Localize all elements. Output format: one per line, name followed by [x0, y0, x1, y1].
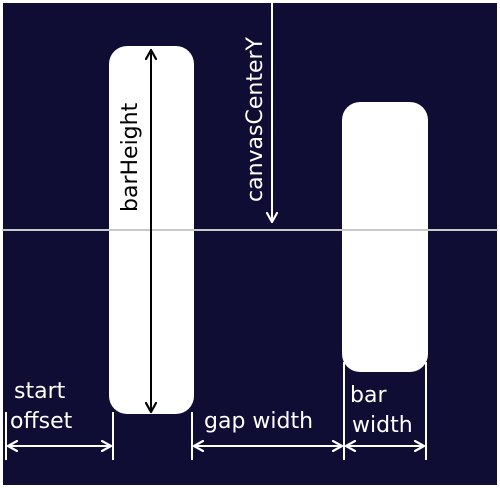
- bar-width-label-line2: width: [352, 413, 413, 438]
- bar-height-label: barHeight: [118, 102, 143, 212]
- start-offset-label-line2: offset: [10, 409, 73, 434]
- bar-2: [342, 102, 428, 372]
- start-offset-label-line1: start: [14, 379, 66, 404]
- canvas-center-y-label: canvasCenterY: [243, 36, 268, 202]
- gap-width-label: gap width: [204, 409, 313, 434]
- bar-width-label-line1: bar: [350, 383, 387, 408]
